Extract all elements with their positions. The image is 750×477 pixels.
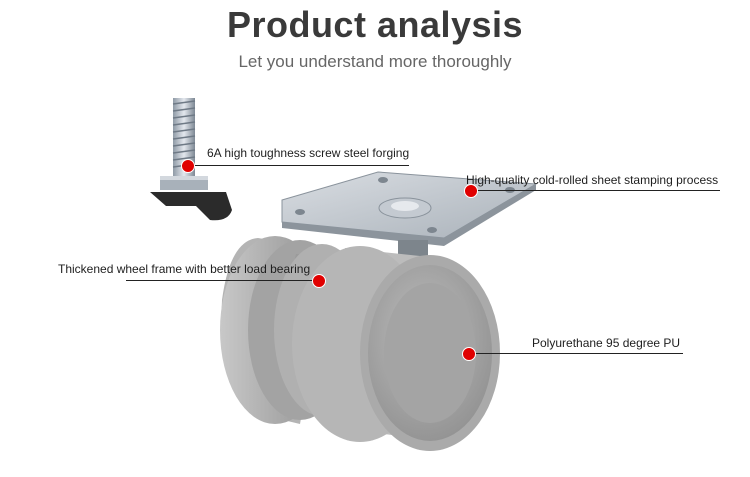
frame-marker-dot bbox=[312, 274, 326, 288]
screw-callout-line bbox=[187, 165, 409, 166]
plate-callout-text: High-quality cold-rolled sheet stamping … bbox=[466, 173, 719, 187]
page-subtitle: Let you understand more thoroughly bbox=[238, 52, 512, 71]
plate-marker-dot bbox=[464, 184, 478, 198]
screw-callout-text: 6A high toughness screw steel forging bbox=[207, 146, 410, 160]
plate-callout-line bbox=[470, 190, 720, 191]
frame-callout-text: Thickened wheel frame with better load b… bbox=[58, 262, 311, 276]
page-title: Product analysis bbox=[226, 4, 524, 45]
screw-marker-dot bbox=[181, 159, 195, 173]
front-wheel-icon bbox=[292, 246, 500, 451]
frame-callout-line bbox=[126, 280, 320, 281]
wheel-callout-line bbox=[468, 353, 683, 354]
wheel-marker-dot bbox=[462, 347, 476, 361]
screw-stem-icon bbox=[150, 98, 232, 221]
wheel-callout-text: Polyurethane 95 degree PU bbox=[532, 336, 681, 350]
